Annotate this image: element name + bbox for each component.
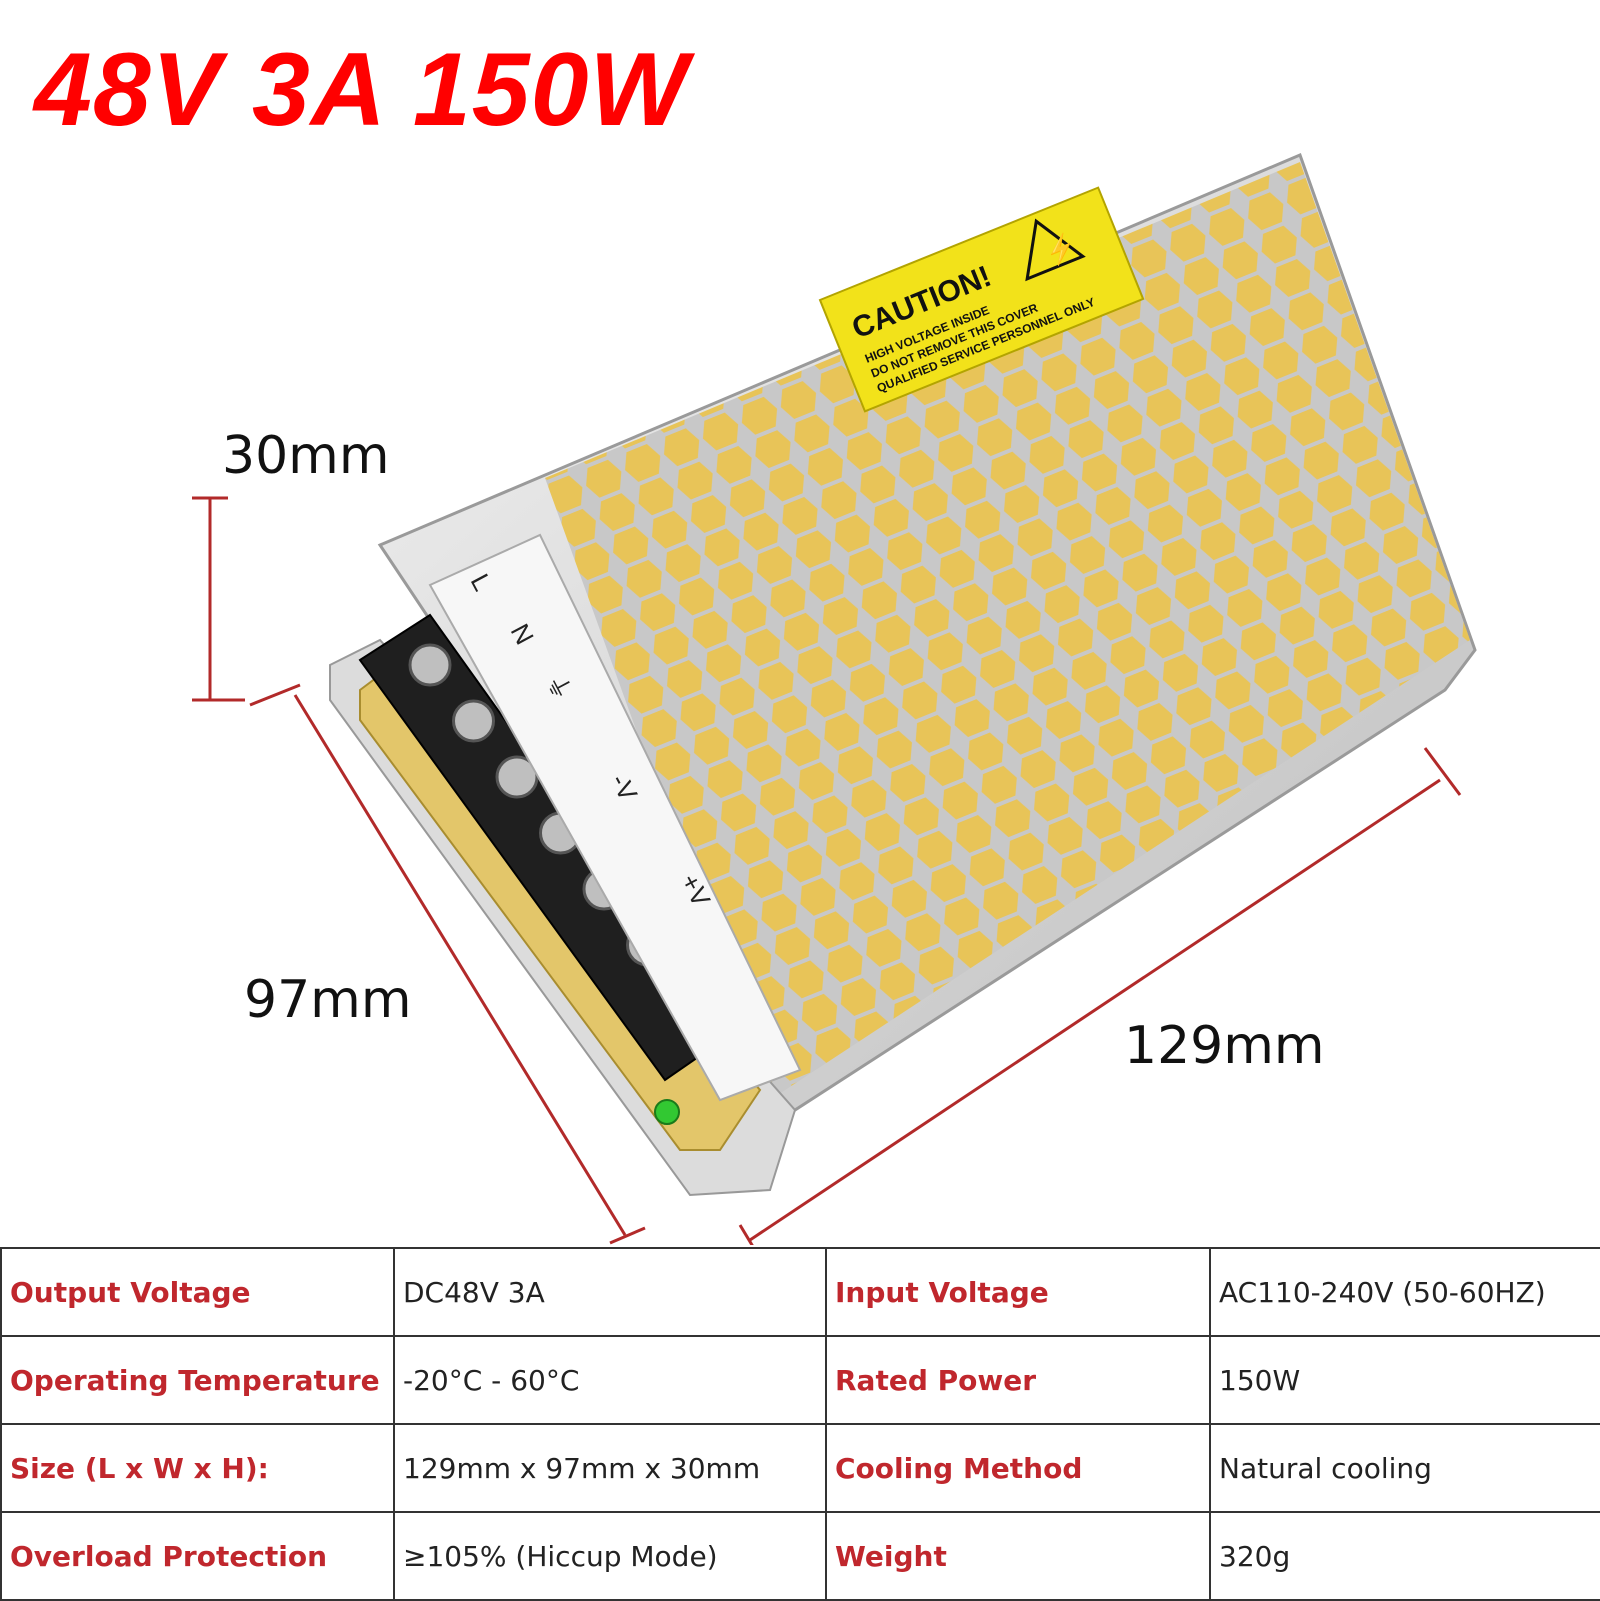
spec-value: DC48V 3A xyxy=(393,1247,827,1337)
height-dimension-label: 30mm xyxy=(222,426,390,486)
spec-value: AC110-240V (50-60HZ) xyxy=(1209,1247,1600,1337)
terminal-screw-icon xyxy=(408,643,452,687)
spec-value: -20°C - 60°C xyxy=(393,1335,827,1425)
spec-value: Natural cooling xyxy=(1209,1423,1600,1513)
spec-value: ≥105% (Hiccup Mode) xyxy=(393,1511,827,1601)
power-supply-illustration: LN⏚-V+V CAUTION! ⚡ HIGH VOLTAGE INSIDE D… xyxy=(192,152,1477,1245)
spec-label: Size (L x W x H): xyxy=(0,1423,395,1513)
terminal-screw-icon xyxy=(452,699,495,743)
spec-label: Operating Temperature xyxy=(0,1335,395,1425)
table-row: Overload Protection≥105% (Hiccup Mode)We… xyxy=(0,1511,1600,1601)
spec-value: 320g xyxy=(1209,1511,1600,1601)
width-dimension-label: 97mm xyxy=(244,970,412,1030)
caution-label: CAUTION! ⚡ HIGH VOLTAGE INSIDE DO NOT RE… xyxy=(818,186,1145,413)
label-strip xyxy=(428,533,802,1102)
high-voltage-warning-icon xyxy=(1025,218,1086,282)
spec-label: Rated Power xyxy=(825,1335,1211,1425)
spec-label: Cooling Method xyxy=(825,1423,1211,1513)
dimension-lines xyxy=(192,496,1462,1245)
spec-label: Overload Protection xyxy=(0,1511,395,1601)
spec-label: Weight xyxy=(825,1511,1211,1601)
length-dimension-line xyxy=(749,778,1441,1242)
spec-value: 150W xyxy=(1209,1335,1600,1425)
spec-label: Output Voltage xyxy=(0,1247,395,1337)
spec-value: 129mm x 97mm x 30mm xyxy=(393,1423,827,1513)
spec-label: Input Voltage xyxy=(825,1247,1211,1337)
width-dimension-line xyxy=(293,694,627,1236)
power-led-icon xyxy=(654,1099,680,1125)
headline: 48V 3A 150W xyxy=(34,32,689,148)
length-dimension-label: 129mm xyxy=(1124,1016,1325,1076)
